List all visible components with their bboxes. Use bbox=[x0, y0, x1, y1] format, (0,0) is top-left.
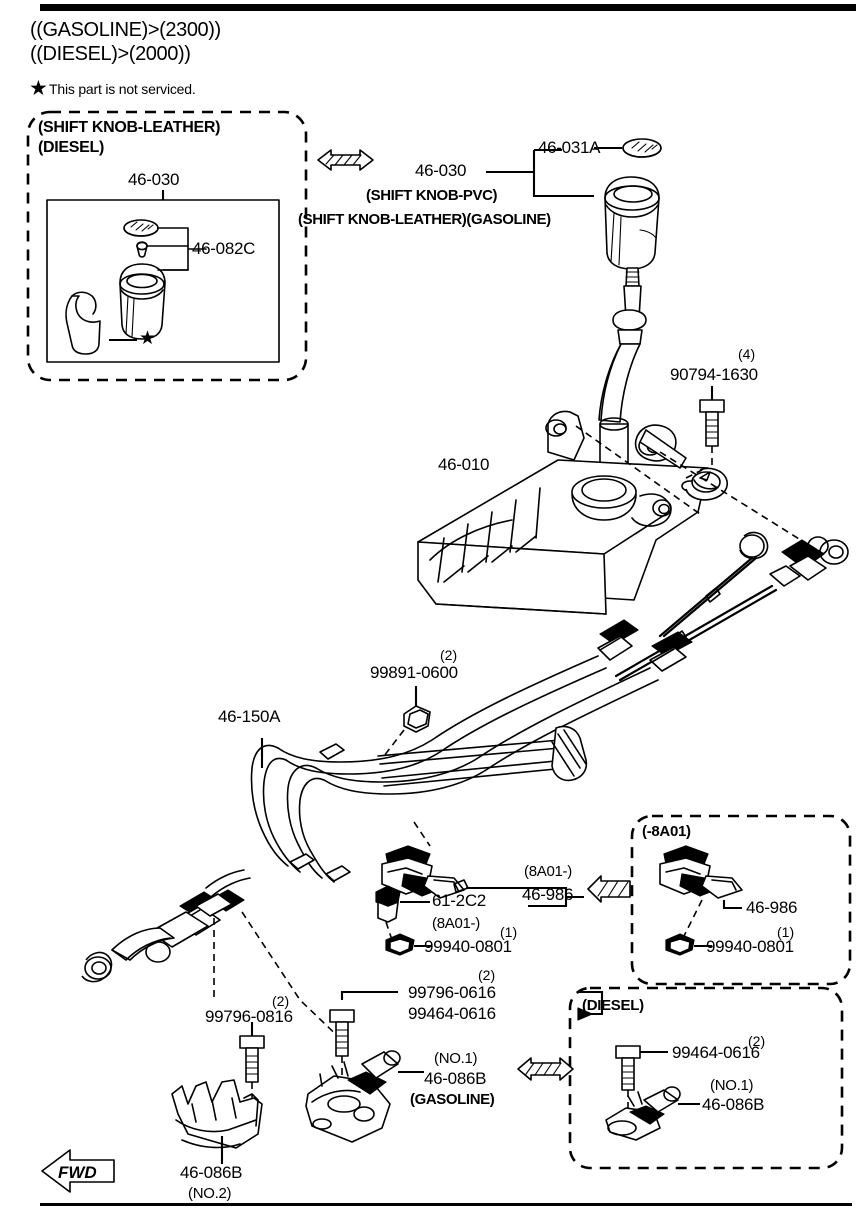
arrow-double-top bbox=[317, 149, 374, 171]
arrow-left-hatched bbox=[587, 875, 631, 903]
part-46-086B-no2: 46-086B bbox=[180, 1163, 243, 1182]
inset-left-title2: (DIESEL) bbox=[38, 139, 105, 156]
inset-right-top-title: (-8A01) bbox=[642, 823, 691, 840]
dash-assembly-b bbox=[659, 451, 821, 553]
part-46-030: 46-030 bbox=[415, 161, 467, 180]
clip-99891-0600 bbox=[383, 686, 431, 757]
label-shift-knob-leather-gasoline: (SHIFT KNOB-LEATHER)(GASOLINE) bbox=[298, 211, 551, 228]
inset-left-title1: (SHIFT KNOB-LEATHER) bbox=[38, 119, 221, 136]
dash-assembly-a bbox=[575, 425, 701, 515]
top-rule bbox=[40, 4, 856, 11]
bracket-46-086B-no1 bbox=[305, 990, 604, 1143]
dash-bracket-center bbox=[413, 821, 431, 847]
dash-inset-nut bbox=[681, 899, 703, 941]
fwd-arrow-icon bbox=[41, 1149, 115, 1193]
part-46-031A: 46-031A bbox=[538, 138, 601, 157]
header-line1: ((GASOLINE)>(2300)) bbox=[30, 19, 221, 41]
part-46-150A: 46-150A bbox=[218, 707, 281, 726]
cable-run-46-150A bbox=[250, 655, 659, 883]
shift-lever-shaft bbox=[598, 267, 647, 423]
part-90794-1630: 90794-1630 bbox=[670, 365, 758, 384]
bolt-90794-1630 bbox=[699, 386, 725, 486]
shift-knob-art bbox=[604, 138, 662, 270]
inset-diesel-art bbox=[605, 1045, 700, 1141]
qty-99891-0600: (2) bbox=[440, 647, 458, 663]
dash-clip-install bbox=[383, 729, 405, 757]
lead-bracket-knob bbox=[532, 150, 594, 198]
part-99940-0801: 99940-0801 bbox=[424, 937, 512, 956]
inset-left-part-46-030: 46-030 bbox=[128, 170, 180, 189]
qty-99940-0801: (1) bbox=[500, 924, 518, 940]
inset-right-top-frame bbox=[630, 814, 852, 986]
qty-99796-0816: (2) bbox=[272, 993, 290, 1009]
shifter-base-46-010 bbox=[417, 410, 821, 615]
fwd-label: FWD bbox=[58, 1163, 97, 1182]
inset-left-part-46-082C: 46-082C bbox=[192, 239, 256, 258]
shift-cables-upper bbox=[597, 531, 849, 682]
part-99796-0816: 99796-0816 bbox=[205, 1007, 293, 1026]
not-serviced-note: This part is not serviced. bbox=[49, 81, 196, 97]
inset-diesel-title: (DIESEL) bbox=[582, 997, 644, 1014]
dash-to-bracket-no1 bbox=[241, 911, 349, 1047]
label-gasoline-variant: (GASOLINE) bbox=[410, 1091, 495, 1108]
part-46-010: 46-010 bbox=[438, 455, 490, 474]
inset-diesel-bracket: 46-086B bbox=[702, 1095, 765, 1114]
star-icon: ★ bbox=[29, 77, 48, 100]
inset-knob-art bbox=[65, 219, 207, 355]
part-46-986: 46-986 bbox=[522, 885, 574, 904]
inset-qty-99940-0801: (1) bbox=[777, 924, 795, 940]
lead-no1-bolt bbox=[340, 990, 398, 1000]
bracket-no1-label: (NO.1) bbox=[434, 1050, 478, 1067]
header-line2: ((DIESEL)>(2000)) bbox=[30, 43, 191, 65]
label-shift-knob-pvc: (SHIFT KNOB-PVC) bbox=[366, 187, 498, 204]
bracket-46-086B-no2 bbox=[171, 1022, 265, 1164]
range-8A01-bottom: (8A01-) bbox=[432, 915, 480, 932]
part-61-2C2: 61-2C2 bbox=[432, 891, 486, 910]
inset-left-frame bbox=[26, 110, 308, 382]
dash-bolt-nut bbox=[385, 921, 393, 941]
qty-bolt-pair: (2) bbox=[478, 967, 496, 983]
arrow-double-gasoline bbox=[517, 1057, 574, 1081]
range-8A01-top: (8A01-) bbox=[524, 863, 572, 880]
inset-right-bottom-frame bbox=[568, 986, 844, 1170]
part-46-086B-no1: 46-086B bbox=[424, 1069, 487, 1088]
inset-right-top-art bbox=[659, 845, 743, 956]
bracket-46-986-center bbox=[375, 821, 584, 956]
part-99796-0616: 99796-0616 bbox=[408, 983, 496, 1002]
inset-diesel-bracket-no: (NO.1) bbox=[710, 1077, 754, 1094]
cable-end-assembly-left bbox=[81, 869, 349, 1047]
cable-support-bar bbox=[377, 725, 588, 787]
lead-inset-46-986 bbox=[722, 900, 742, 910]
qty-90794-1630: (4) bbox=[738, 346, 756, 362]
inset-left-star-icon: ★ bbox=[139, 328, 157, 349]
inset-part-99940-0801: 99940-0801 bbox=[706, 937, 794, 956]
inset-diesel-bolt: 99464-0616 bbox=[672, 1043, 760, 1062]
inset-diesel-qty: (2) bbox=[748, 1033, 766, 1049]
part-99464-0616: 99464-0616 bbox=[408, 1004, 496, 1023]
inset-part-46-986: 46-986 bbox=[746, 898, 798, 917]
bracket-no2-label: (NO.2) bbox=[188, 1185, 232, 1202]
part-99891-0600: 99891-0600 bbox=[370, 663, 458, 682]
bottom-rule bbox=[40, 1203, 852, 1206]
